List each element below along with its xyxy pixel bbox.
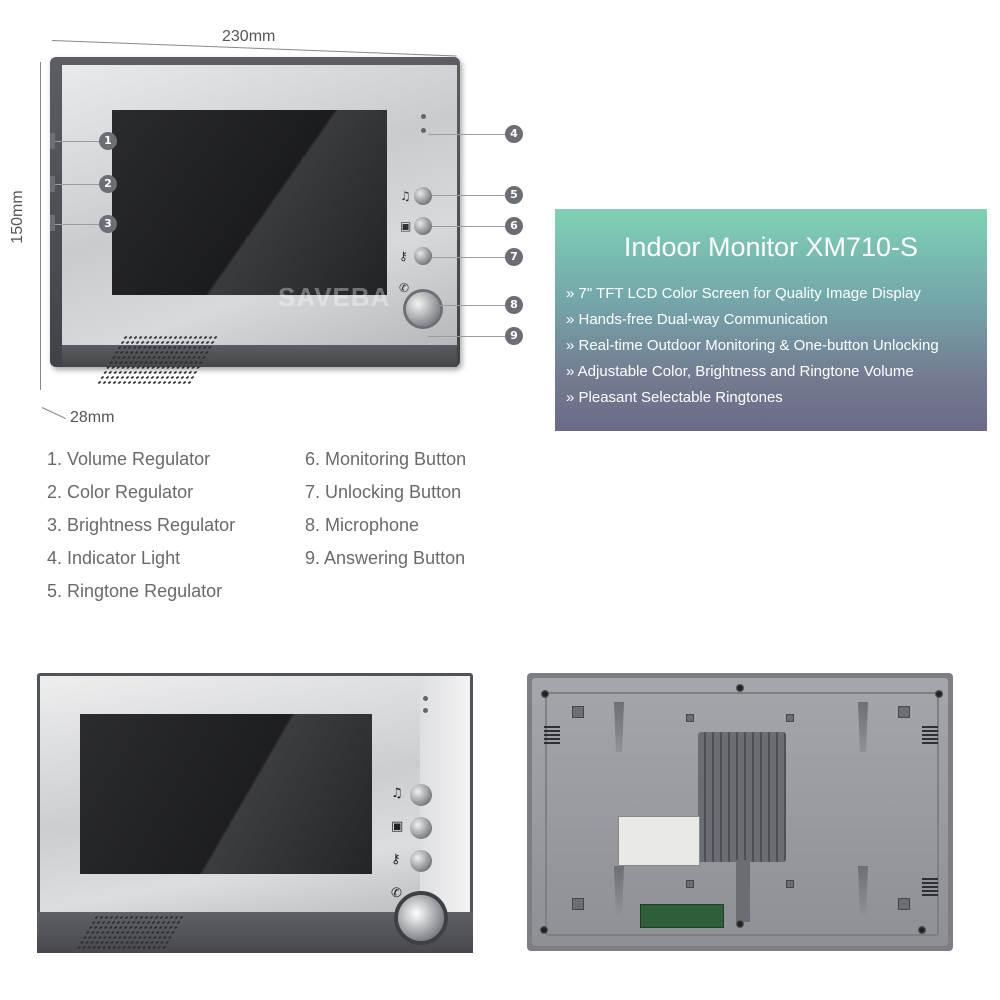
person-icon: ▣ [400, 219, 412, 233]
part-label: 4. Indicator Light [47, 548, 181, 568]
front-view-screen [80, 714, 372, 874]
part-label: 2. Color Regulator [47, 482, 194, 502]
monitoring-button[interactable] [414, 217, 432, 235]
color-regulator-knob[interactable] [50, 176, 55, 192]
indicator-light [421, 114, 426, 119]
callout-9: 9 [505, 327, 523, 345]
screw-icon [935, 690, 943, 698]
person-icon: ▣ [391, 819, 404, 834]
screw-icon [918, 926, 926, 934]
feature-item: » Hands-free Dual-way Communication [566, 311, 828, 328]
dimension-figure: 230mm 150mm 28mm SAVEBA ♫ ▣ ⚷ ✆ 1 2 3 4 … [0, 0, 540, 440]
callout-line-5 [432, 195, 505, 196]
vent-icon [922, 876, 938, 896]
callout-6: 6 [505, 217, 523, 235]
screw-icon [540, 926, 548, 934]
info-panel [555, 209, 987, 431]
feature-item: » Adjustable Color, Brightness and Ringt… [566, 363, 914, 380]
back-view-rim [545, 692, 939, 936]
mounting-slot [572, 898, 584, 910]
music-note-icon: ♫ [400, 189, 411, 203]
callout-line-1 [55, 141, 100, 142]
callout-3: 3 [99, 215, 117, 233]
width-dimension-label: 230mm [222, 28, 276, 45]
phone-icon: ✆ [399, 281, 410, 295]
product-title: Indoor Monitor XM710-S [623, 232, 919, 262]
part-label: 8. Microphone [305, 515, 420, 535]
watermark: SAVEBA [278, 282, 391, 312]
key-icon: ⚷ [399, 249, 408, 263]
depth-dimension-line [41, 407, 66, 419]
part-label: 3. Brightness Regulator [47, 515, 236, 535]
indicator-light-lower [421, 128, 426, 133]
brightness-regulator-knob[interactable] [50, 215, 55, 231]
hanging-hook [614, 702, 624, 752]
height-dimension-line [40, 62, 41, 390]
front-view-indicator-light-lower [423, 708, 428, 713]
hanging-hook [614, 866, 624, 916]
back-view-speaker-grid [698, 732, 786, 862]
back-view-stand-stem [736, 860, 750, 922]
front-view-answering-button[interactable] [398, 895, 444, 941]
unlocking-button[interactable] [414, 247, 432, 265]
mounting-slot [786, 880, 794, 888]
feature-item: » Real-time Outdoor Monitoring & One-but… [566, 337, 939, 354]
vent-icon [544, 724, 560, 744]
part-label: 7. Unlocking Button [305, 482, 462, 502]
phone-icon: ✆ [391, 886, 402, 901]
callout-4: 4 [505, 125, 523, 143]
key-icon: ⚷ [391, 852, 401, 867]
monitor-screen [112, 110, 387, 295]
part-label: 9. Answering Button [305, 548, 466, 568]
ringtone-button[interactable] [414, 187, 432, 205]
callout-line-2 [55, 184, 100, 185]
vent-icon [922, 724, 938, 744]
mounting-slot [786, 714, 794, 722]
mounting-slot [686, 880, 694, 888]
callout-line-6 [432, 226, 505, 227]
mounting-slot [572, 706, 584, 718]
depth-dimension-label: 28mm [70, 409, 115, 426]
screw-icon [736, 920, 744, 928]
volume-regulator-knob[interactable] [50, 133, 55, 149]
screw-icon [736, 684, 744, 692]
callout-5: 5 [505, 186, 523, 204]
front-view-unlocking-button[interactable] [410, 850, 432, 872]
hanging-hook [858, 702, 868, 752]
feature-item: » Pleasant Selectable Ringtones [566, 389, 783, 406]
mounting-slot [686, 714, 694, 722]
callout-8: 8 [505, 296, 523, 314]
height-dimension-label: 150mm [9, 190, 26, 244]
callout-line-9 [428, 336, 505, 337]
back-view-connector-block [640, 904, 724, 928]
callout-7: 7 [505, 248, 523, 266]
answering-button[interactable] [406, 292, 440, 326]
screw-icon [541, 690, 549, 698]
part-label: 6. Monitoring Button [305, 449, 467, 469]
mounting-slot [898, 898, 910, 910]
callout-1: 1 [99, 132, 117, 150]
music-note-icon: ♫ [391, 786, 403, 801]
callout-line-4 [428, 134, 505, 135]
part-label: 1. Volume Regulator [47, 449, 211, 469]
callout-line-8 [440, 305, 505, 306]
feature-item: » 7" TFT LCD Color Screen for Quality Im… [566, 285, 921, 302]
back-view-wiring-label [618, 816, 700, 866]
hanging-hook [858, 866, 868, 916]
mounting-slot [898, 706, 910, 718]
callout-line-3 [55, 224, 100, 225]
callout-line-7 [432, 257, 505, 258]
front-view-monitoring-button[interactable] [410, 817, 432, 839]
front-view-ringtone-button[interactable] [410, 784, 432, 806]
part-label: 5. Ringtone Regulator [47, 581, 223, 601]
callout-2: 2 [99, 175, 117, 193]
front-view-indicator-light [423, 696, 428, 701]
